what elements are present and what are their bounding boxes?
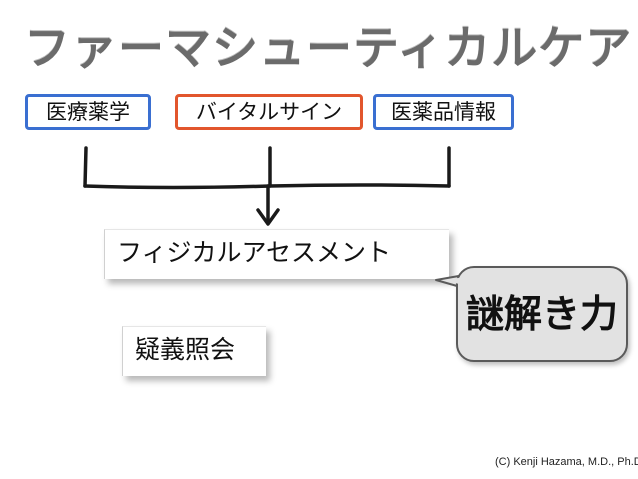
physical-assessment-card: フィジカルアセスメント [104,229,449,279]
tag-clinical-pharmacy: 医療薬学 [25,94,151,130]
tag-drug-information: 医薬品情報 [373,94,514,130]
copyright-credit: (C) Kenji Hazama, M.D., Ph.D. [495,456,638,468]
tag-vital-signs: バイタルサイン [175,94,363,130]
drop-line-left [83,146,88,188]
bracket-bar [83,183,451,190]
down-arrow-head [256,208,280,226]
slide-title: ファーマシューティカルケア [24,21,633,75]
prescription-inquiry-card: 疑義照会 [122,326,266,376]
speech-bubble: 謎解き力 [456,266,628,362]
